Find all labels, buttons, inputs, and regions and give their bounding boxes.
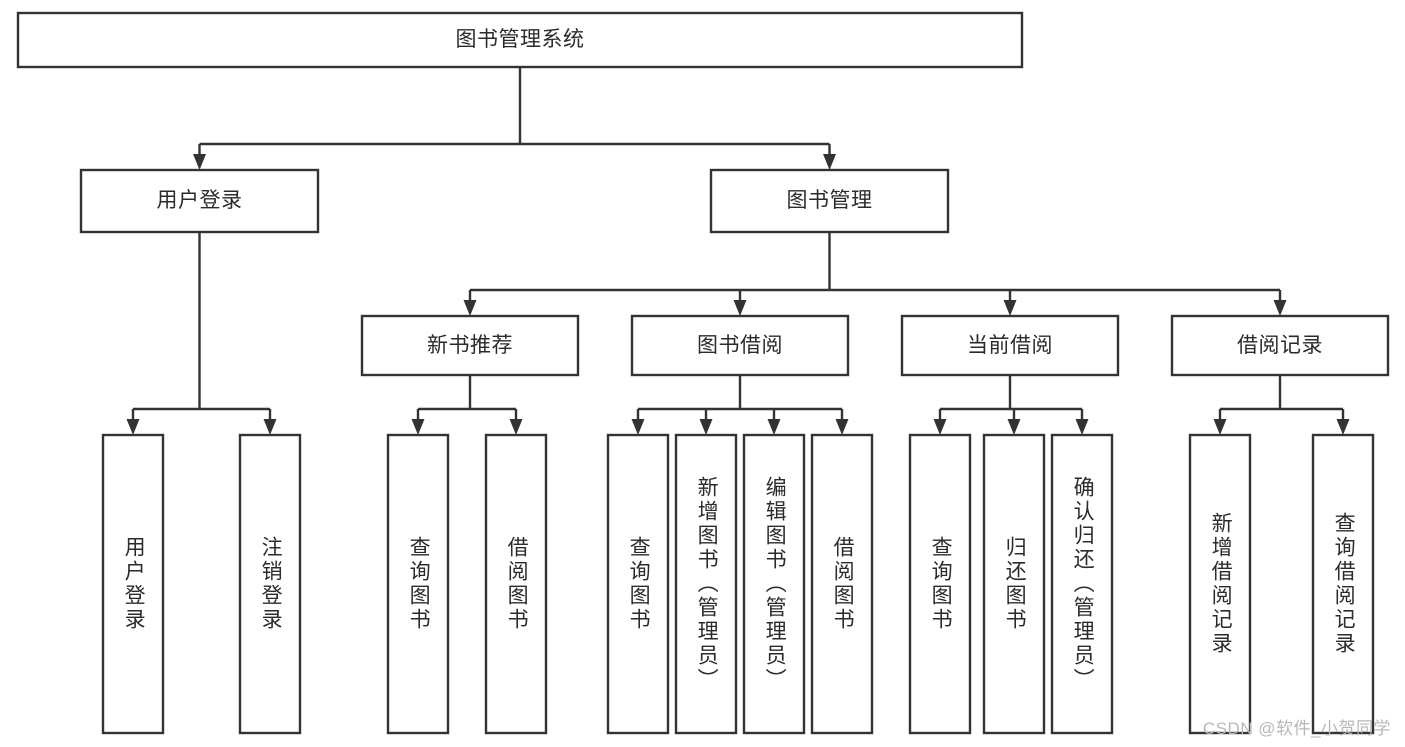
node-box-leaf_6 — [742, 433, 806, 735]
connector-arrowhead — [733, 300, 747, 316]
node-l2_0[interactable] — [81, 170, 318, 232]
node-leaf_1[interactable] — [240, 435, 300, 733]
node-l3_3[interactable] — [1172, 316, 1388, 375]
node-box-l2_1 — [709, 168, 950, 234]
connector-arrowhead — [767, 419, 781, 435]
node-l3_0[interactable] — [362, 316, 578, 375]
node-leaf_6[interactable] — [744, 435, 804, 733]
node-box-leaf_10 — [1050, 433, 1114, 735]
node-l3_1[interactable] — [632, 316, 848, 375]
node-box-leaf_8 — [908, 433, 972, 735]
node-box-leaf_2 — [386, 433, 450, 735]
connector-arrowhead — [126, 419, 140, 435]
node-leaf_12[interactable] — [1313, 435, 1373, 733]
connector-arrowhead — [509, 419, 523, 435]
node-box-leaf_9 — [982, 433, 1046, 735]
node-box-l3_0 — [360, 314, 580, 377]
node-leaf_0[interactable] — [103, 435, 163, 733]
box-layer — [16, 11, 1390, 735]
connector-arrowhead — [933, 419, 947, 435]
connector-arrowhead — [1273, 300, 1287, 316]
node-root[interactable] — [18, 13, 1022, 67]
node-leaf_10[interactable] — [1052, 435, 1112, 733]
node-box-leaf_0 — [101, 433, 165, 735]
connector-arrowhead — [411, 419, 425, 435]
node-leaf_11[interactable] — [1190, 435, 1250, 733]
node-leaf_2[interactable] — [388, 435, 448, 733]
connector-arrowhead — [1213, 419, 1227, 435]
node-box-l2_0 — [79, 168, 320, 234]
connector-arrowhead — [1003, 300, 1017, 316]
node-box-leaf_4 — [606, 433, 670, 735]
connector-arrowhead — [631, 419, 645, 435]
node-box-l3_1 — [630, 314, 850, 377]
node-box-l3_3 — [1170, 314, 1390, 377]
node-leaf_8[interactable] — [910, 435, 970, 733]
node-box-leaf_7 — [810, 433, 874, 735]
connector-arrowhead — [263, 419, 277, 435]
node-l3_2[interactable] — [902, 316, 1118, 375]
node-leaf_3[interactable] — [486, 435, 546, 733]
node-leaf_9[interactable] — [984, 435, 1044, 733]
connector-arrowhead — [193, 154, 206, 170]
node-box-leaf_5 — [674, 433, 738, 735]
node-box-leaf_3 — [484, 433, 548, 735]
node-box-leaf_12 — [1311, 433, 1375, 735]
node-leaf_5[interactable] — [676, 435, 736, 733]
node-box-l3_2 — [900, 314, 1120, 377]
connector-arrowhead — [1336, 419, 1350, 435]
connector-arrowhead — [835, 419, 849, 435]
connector-arrowhead — [1007, 419, 1021, 435]
node-box-root — [16, 11, 1024, 69]
node-l2_1[interactable] — [711, 170, 948, 232]
csdn-watermark: CSDN @软件_小贺同学 — [1202, 719, 1391, 738]
node-box-leaf_11 — [1188, 433, 1252, 735]
node-leaf_4[interactable] — [608, 435, 668, 733]
node-box-leaf_1 — [238, 433, 302, 735]
edge-layer — [126, 67, 1350, 435]
connector-arrowhead — [463, 300, 477, 316]
connector-arrowhead — [699, 419, 713, 435]
connector-arrowhead — [1075, 419, 1089, 435]
node-leaf_7[interactable] — [812, 435, 872, 733]
connector-arrowhead — [823, 154, 836, 170]
